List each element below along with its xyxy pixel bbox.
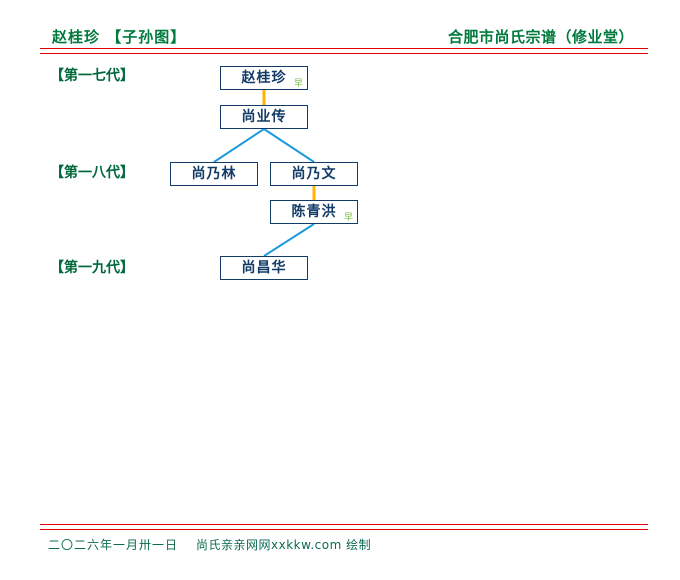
page-title: 赵桂珍 【子孙图】 bbox=[52, 28, 187, 46]
child-link-shangyechuan-shangnaiwen bbox=[263, 128, 315, 163]
footer-date: 二〇二六年一月卅一日 bbox=[48, 538, 179, 552]
generation-label-19: 【第一九代】 bbox=[50, 260, 134, 276]
person-name: 赵桂珍 bbox=[241, 70, 287, 86]
child-link-chenqinghong-shangchanghua bbox=[263, 223, 315, 257]
early-death-marker-icon: 早 bbox=[343, 213, 353, 223]
generation-label-17: 【第一七代】 bbox=[50, 68, 134, 84]
person-box-shangyechuan[interactable]: 尚业传 bbox=[220, 105, 308, 129]
generation-label-18: 【第一八代】 bbox=[50, 165, 134, 181]
person-name: 尚业传 bbox=[241, 109, 287, 125]
page-header: 赵桂珍 【子孙图】 合肥市尚氏宗谱（修业堂） bbox=[40, 26, 648, 48]
person-name: 尚昌华 bbox=[241, 260, 287, 276]
person-name: 尚乃林 bbox=[191, 166, 237, 182]
person-name: 陈青洪 bbox=[291, 204, 337, 220]
genealogy-book-title: 合肥市尚氏宗谱（修业堂） bbox=[447, 28, 634, 46]
person-box-shangnailin[interactable]: 尚乃林 bbox=[170, 162, 258, 186]
person-box-shangchanghua[interactable]: 尚昌华 bbox=[220, 256, 308, 280]
footer-divider bbox=[40, 524, 648, 530]
footer-credit: 尚氏亲亲网网xxkkw.com 绘制 bbox=[196, 538, 372, 552]
person-box-chenqinghong[interactable]: 陈青洪 早 bbox=[270, 200, 358, 224]
child-link-shangyechuan-shangnailin bbox=[213, 128, 265, 163]
person-box-shangnaiwen[interactable]: 尚乃文 bbox=[270, 162, 358, 186]
header-divider bbox=[40, 48, 648, 54]
person-name: 尚乃文 bbox=[291, 166, 337, 182]
person-box-zhaoguizhen[interactable]: 赵桂珍 早 bbox=[220, 66, 308, 90]
early-death-marker-icon: 早 bbox=[293, 79, 303, 89]
